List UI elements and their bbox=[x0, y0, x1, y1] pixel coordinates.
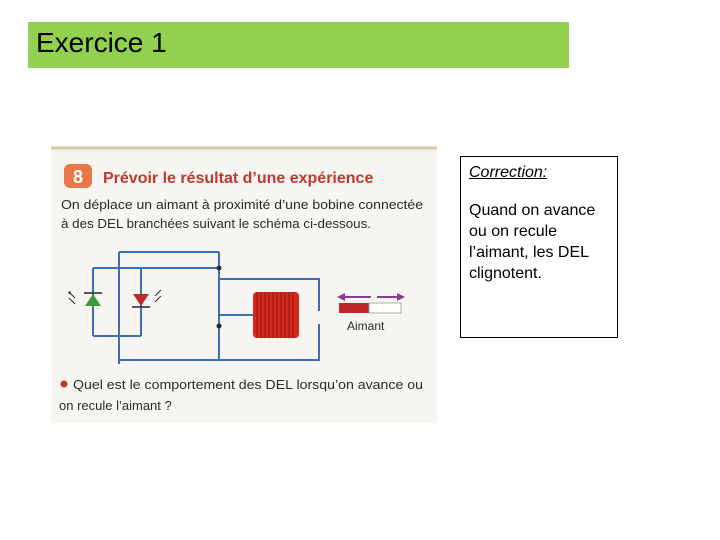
correction-box: Correction: Quand on avance ou on recule… bbox=[460, 156, 618, 338]
coil-icon bbox=[253, 292, 299, 338]
question-line-2: on recule l’aimant ? bbox=[59, 398, 172, 413]
junction-dot-bottom bbox=[216, 323, 222, 329]
green-led-icon bbox=[85, 294, 101, 306]
exercise-illustration: 8 Prévoir le résultat d’une expérience O… bbox=[51, 146, 437, 413]
exercise-statement-line-2: à des DEL branchées suivant le schéma ci… bbox=[61, 217, 371, 231]
magnet-label: Aimant bbox=[347, 319, 385, 333]
title-bar: Exercice 1 bbox=[28, 22, 569, 68]
magnet-icon bbox=[339, 302, 402, 314]
exercise-image: 8 Prévoir le résultat d’une expérience O… bbox=[51, 146, 437, 423]
exercise-number: 8 bbox=[73, 167, 83, 187]
question-bullet bbox=[60, 380, 68, 388]
red-led-icon bbox=[133, 294, 149, 306]
correction-heading: Correction: bbox=[469, 164, 548, 181]
red-led-rays-icon bbox=[154, 289, 162, 303]
exercise-number-badge bbox=[64, 164, 92, 188]
exercise-heading: Prévoir le résultat d’une expérience bbox=[103, 170, 373, 187]
green-led-rays-icon bbox=[68, 291, 76, 305]
slide-title: Exercice 1 bbox=[36, 27, 167, 58]
exercise-statement-line-1: On déplace un aimant à proximité d’une b… bbox=[61, 198, 423, 212]
correction-text: Quand on avance ou on recule l’aimant, l… bbox=[469, 202, 596, 282]
question-line-1: Quel est le comportement des DEL lorsqu’… bbox=[73, 377, 423, 392]
double-arrow-icon bbox=[337, 293, 405, 301]
junction-dot-top bbox=[216, 265, 222, 271]
